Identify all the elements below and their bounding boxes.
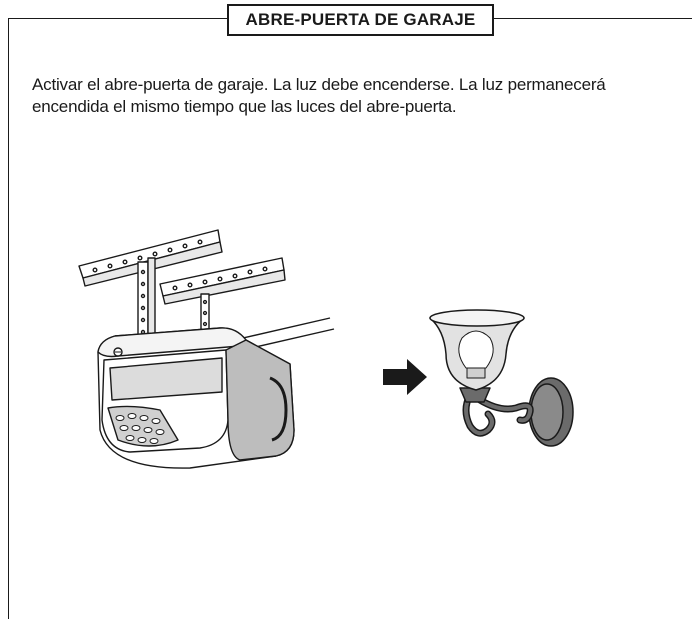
arrow-right-icon xyxy=(383,359,427,395)
garage-door-opener-icon xyxy=(78,229,335,469)
instruction-text: Activar el abre-puerta de garaje. La luz… xyxy=(32,75,606,116)
section-title: ABRE-PUERTA DE GARAJE xyxy=(227,4,494,36)
wall-sconce-lamp-icon xyxy=(429,309,574,447)
illustration xyxy=(78,229,574,469)
